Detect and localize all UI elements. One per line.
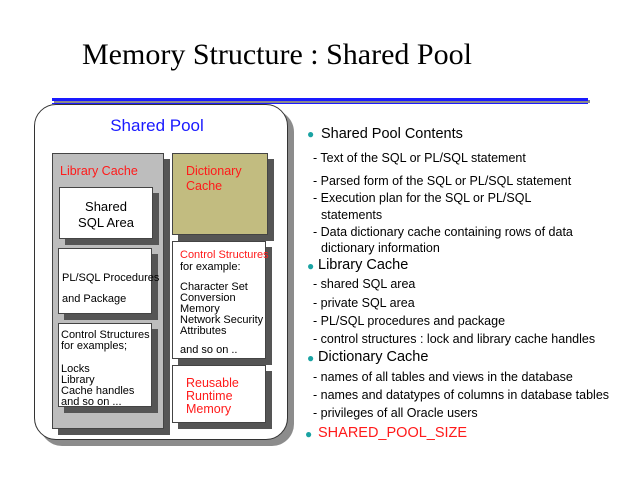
notes-item: - Text of the SQL or PL/SQL statement [313,151,526,165]
library-cache-label: Library Cache [60,164,138,178]
control-left-head-line: for examples; [61,340,128,352]
plsql-box [58,248,152,314]
shared-sql-area-line: SQL Area [78,215,134,230]
notes-item: - private SQL area [313,296,415,310]
reusable-memory-label: Reusable Runtime Memory [186,377,239,416]
title-underline-thin [52,103,588,104]
control-structures-right-box [172,241,266,359]
control-right-item: Network Security [180,314,264,326]
notes-item: statements [321,208,383,222]
control-structures-right-items: Character Set Conversion Memory Network … [180,282,263,337]
control-left-item: Locks [61,363,90,375]
control-left-item: Library [61,374,95,386]
control-structures-right-sub: for example: [180,261,241,273]
reusable-line: Memory [186,402,232,416]
notes-heading-dictionary-cache: Dictionary Cache [318,349,429,365]
notes-heading-shared-pool: Shared Pool Contents [321,126,463,142]
control-structures-right-head: Control Structures [180,249,269,261]
bullet-dot-icon: ● [307,127,315,141]
notes-item: - Data dictionary cache containing rows … [313,225,573,239]
dictionary-cache-panel [172,153,268,235]
shared-sql-area-box [59,187,153,239]
notes-item: - names of all tables and views in the d… [313,370,573,384]
notes-item: dictionary information [321,241,440,255]
bullet-dot-icon: ● [305,427,313,441]
control-right-item: Conversion [180,292,236,304]
notes-item: - Parsed form of the SQL or PL/SQL state… [313,174,572,188]
notes-heading-library-cache: Library Cache [318,257,409,273]
reusable-line: Runtime [186,389,233,403]
notes-item: - PL/SQL procedures and package [313,314,506,328]
control-structures-right-tail: and so on .. [180,344,238,356]
dictionary-cache-label: Dictionary Cache [186,164,242,194]
reusable-line: Reusable [186,376,239,390]
page-title: Memory Structure : Shared Pool [82,38,472,71]
control-structures-left-head: Control Structures for examples; [61,330,150,352]
control-structures-left-box [58,323,152,407]
shared-sql-area-label: Shared SQL Area [59,199,153,231]
shared-pool-title: Shared Pool [110,116,204,135]
plsql-box-line2: and Package [62,293,127,305]
control-structures-left-items: Locks Library Cache handles and so on ..… [61,364,134,408]
control-left-head-line: Control Structures [61,329,150,341]
title-underline [52,98,588,101]
notes-param-shared-pool-size: SHARED_POOL_SIZE [318,425,468,441]
notes-item: - control structures : lock and library … [313,332,596,346]
dictionary-cache-line: Cache [186,179,223,193]
notes-item: - Execution plan for the SQL or PL/SQL [313,191,532,205]
control-right-item: Memory [180,303,220,315]
notes-item: - shared SQL area [313,277,416,291]
notes-item: - privileges of all Oracle users [313,406,478,420]
reusable-memory-box [172,365,266,423]
control-left-item: Cache handles [61,385,135,397]
notes-item: - names and datatypes of columns in data… [313,388,610,402]
control-right-item: Character Set [180,281,248,293]
dictionary-cache-line: Dictionary [186,164,242,178]
plsql-box-line1: PL/SQL Procedures [62,272,160,284]
bullet-dot-icon: ● [307,259,315,273]
control-left-item: and so on ... [61,396,122,408]
shared-sql-area-line: Shared [85,199,127,214]
control-right-item: Attributes [180,325,227,337]
bullet-dot-icon: ● [307,351,315,365]
